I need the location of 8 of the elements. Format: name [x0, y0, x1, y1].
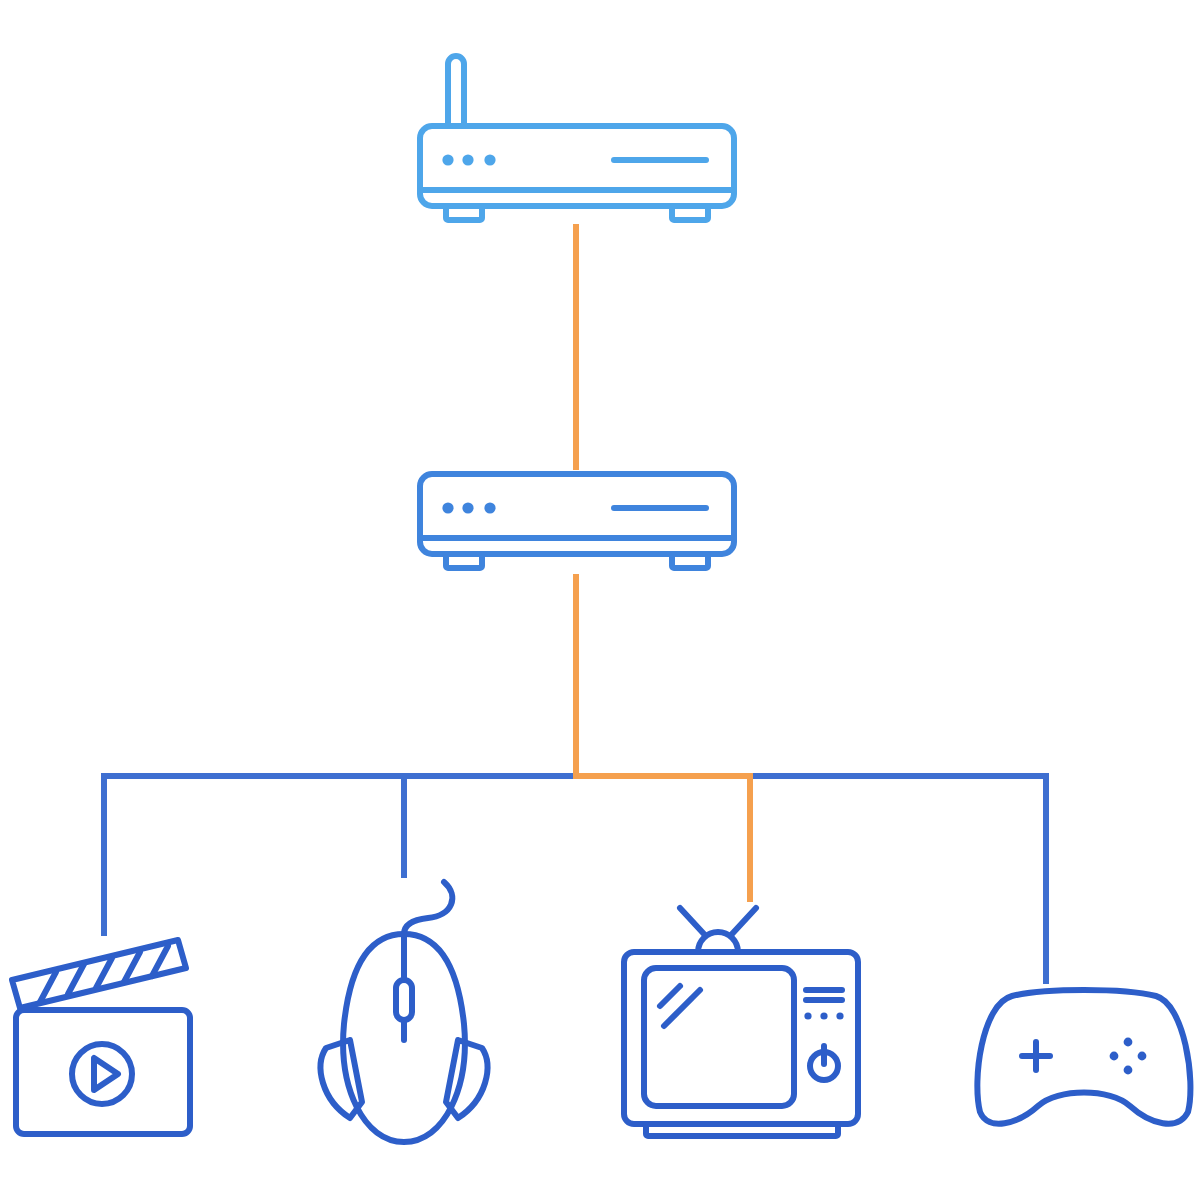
network-switch-icon	[416, 470, 740, 574]
clapperboard-icon	[6, 936, 198, 1140]
television-icon	[620, 902, 864, 1140]
router-icon	[416, 52, 740, 224]
connection-line	[573, 574, 753, 902]
connection-line	[573, 224, 579, 470]
computer-mouse-icon	[312, 878, 496, 1148]
gamepad-icon	[968, 984, 1198, 1130]
